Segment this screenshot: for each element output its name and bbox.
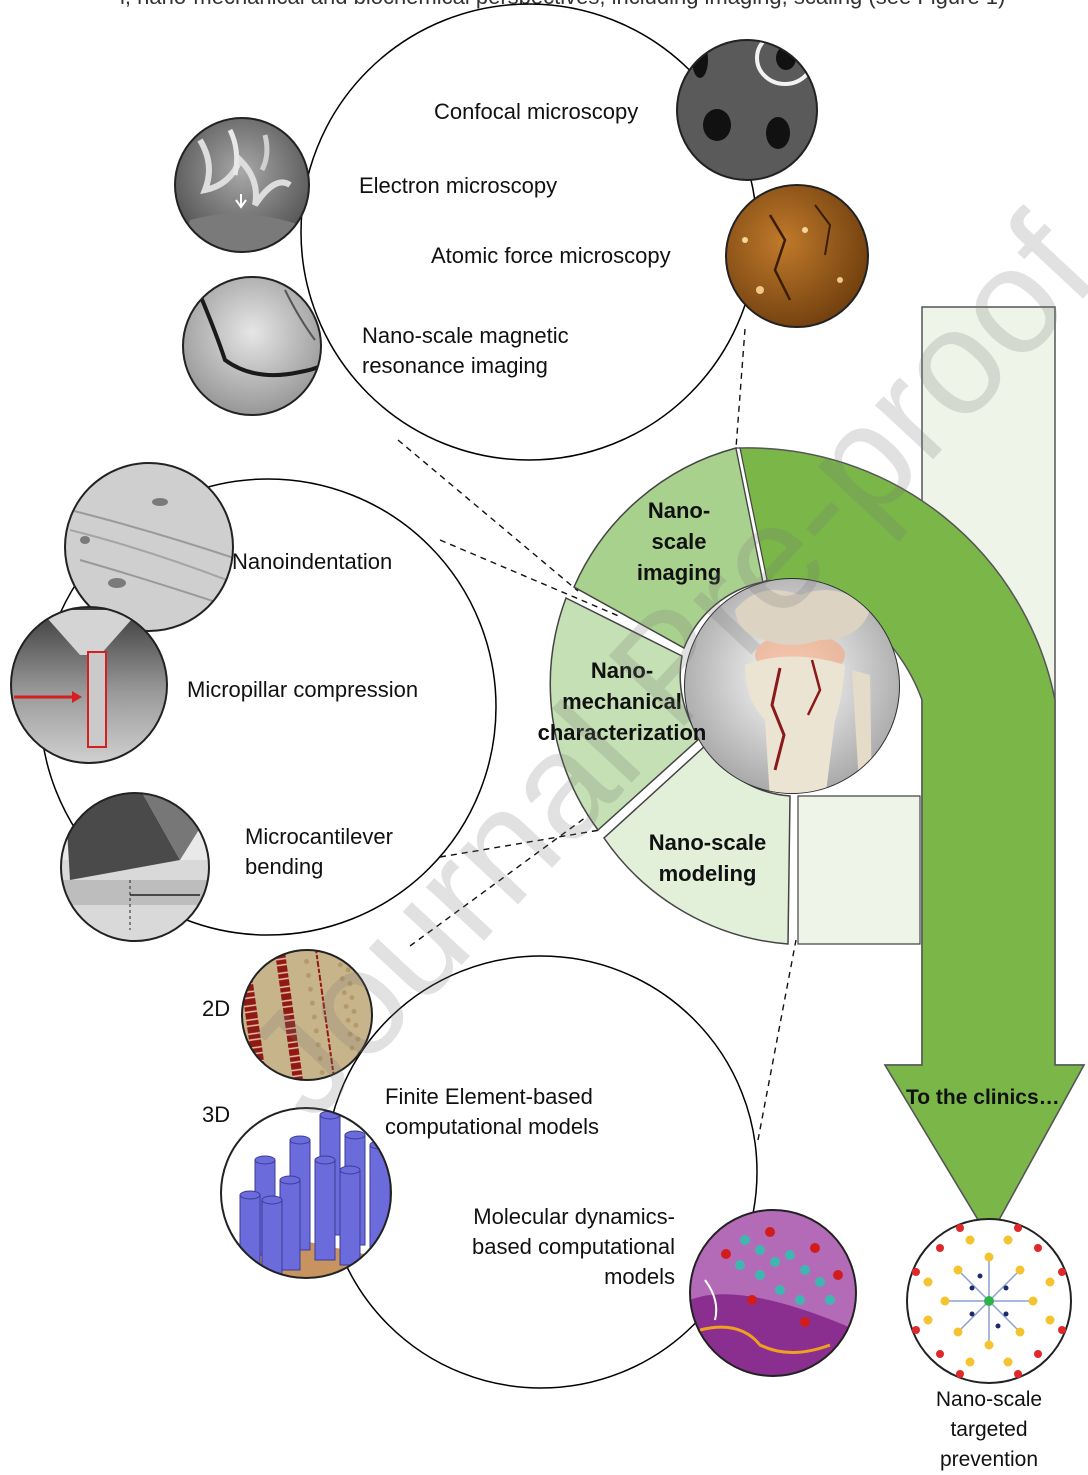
mri-image: [183, 277, 330, 415]
label-2d: 2D: [202, 996, 230, 1022]
segment-label-imaging: Nano- scale imaging: [618, 495, 740, 588]
micropillar-image: [11, 607, 167, 763]
segment-label-mechanical: Nano- mechanical characterization: [522, 655, 722, 748]
prevention-label: Nano-scale targeted prevention: [909, 1385, 1069, 1475]
afm-micrograph: [726, 185, 868, 327]
clinic-arrow-label: To the clinics…: [906, 1086, 1060, 1110]
segment-clinic-bar: [798, 796, 920, 944]
label-micropillar: Micropillar compression: [187, 675, 418, 705]
connector-md: [758, 940, 796, 1140]
label-mri: Nano-scale magnetic resonance imaging: [362, 321, 569, 381]
fibril-3d-model: [221, 1108, 391, 1278]
label-finite-element: Finite Element-based computational model…: [385, 1082, 599, 1142]
label-electron: Electron microscopy: [359, 171, 557, 201]
label-microcantilever: Microcantilever bending: [245, 822, 393, 882]
label-confocal: Confocal microscopy: [434, 97, 638, 127]
connector-cantilever: [440, 830, 600, 857]
connector-afm: [736, 329, 745, 448]
dendrimer-nanoparticle: [907, 1219, 1071, 1383]
label-nanoindentation: Nanoindentation: [232, 547, 392, 577]
label-molecular-dynamics: Molecular dynamics- based computational …: [430, 1202, 675, 1292]
label-afm: Atomic force microscopy: [431, 241, 671, 271]
label-3d: 3D: [202, 1102, 230, 1128]
confocal-micrograph: [676, 32, 818, 182]
molecular-dynamics-render: [690, 1210, 856, 1376]
segment-label-modeling: Nano-scale modeling: [635, 827, 780, 889]
modeling-group-circle: [325, 956, 757, 1388]
